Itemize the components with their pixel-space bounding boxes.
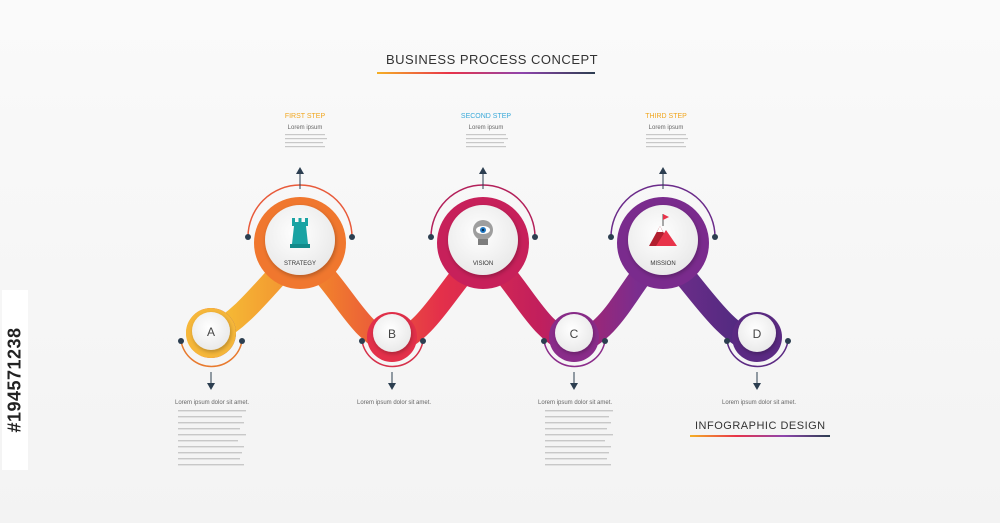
a-circle xyxy=(192,312,230,350)
step-2-label: SECOND STEP xyxy=(460,113,512,120)
mission-label: MISSION xyxy=(650,261,676,267)
strategy-label: STRATEGY xyxy=(284,261,316,267)
title-underline xyxy=(377,72,595,74)
point-b-letter: B xyxy=(387,327,396,341)
subtitle: INFOGRAPHIC DESIGN xyxy=(695,420,826,432)
main-title: BUSINESS PROCESS CONCEPT xyxy=(386,52,599,67)
vision-label: VISION xyxy=(472,261,494,267)
chess-rook-icon xyxy=(290,218,310,248)
point-c-letter: C xyxy=(569,327,579,341)
step-1-label: FIRST STEP xyxy=(284,113,326,120)
step-1-sub: Lorem ipsum xyxy=(287,125,323,131)
stock-id: #194571238 xyxy=(4,327,25,433)
c-circle xyxy=(555,314,593,352)
point-a-letter: A xyxy=(206,325,215,339)
eye-bulb-icon xyxy=(473,220,493,245)
subtitle-underline xyxy=(690,435,830,437)
b-circle xyxy=(373,314,411,352)
d-circle xyxy=(738,314,776,352)
mountain-flag-icon xyxy=(649,214,677,246)
step-2-sub: Lorem ipsum xyxy=(468,125,504,131)
point-c-text: Lorem ipsum dolor sit amet. xyxy=(538,400,613,406)
point-d-text: Lorem ipsum dolor sit amet. xyxy=(722,400,797,406)
point-d-letter: D xyxy=(752,327,762,341)
point-a-text: Lorem ipsum dolor sit amet. xyxy=(175,400,250,406)
point-b-text: Lorem ipsum dolor sit amet. xyxy=(357,400,432,406)
step-3-sub: Lorem ipsum xyxy=(648,125,684,131)
step-3-label: THIRD STEP xyxy=(645,113,687,120)
stock-id-strip: #194571238 xyxy=(2,290,28,470)
